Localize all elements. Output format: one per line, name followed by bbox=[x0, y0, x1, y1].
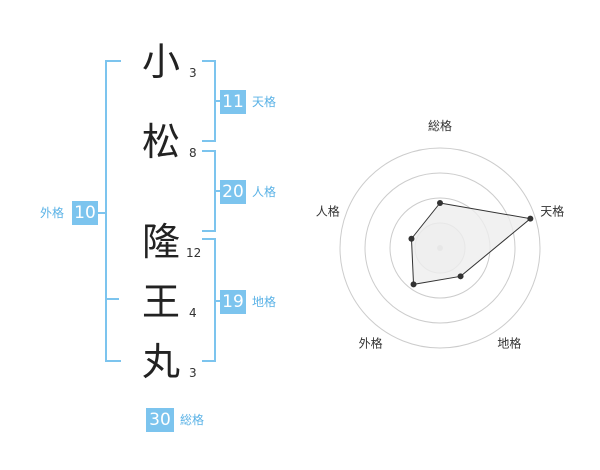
radar-point bbox=[457, 273, 464, 280]
gaikaku-bracket bbox=[105, 60, 121, 362]
radar-axis-label: 地格 bbox=[497, 335, 521, 350]
radar-axis-label: 天格 bbox=[540, 204, 564, 219]
radar-point bbox=[437, 200, 443, 206]
stroke-count-4: 4 bbox=[189, 306, 197, 320]
tenkaku-label: 天格 bbox=[252, 95, 277, 109]
radar-point bbox=[527, 215, 534, 222]
radar-ring bbox=[364, 172, 516, 324]
stroke-count-1: 3 bbox=[189, 66, 197, 80]
jinkaku-value: 20 bbox=[220, 180, 246, 204]
gaikaku-value: 10 bbox=[72, 201, 98, 225]
radar-polygon bbox=[410, 202, 532, 285]
chikaku-connector bbox=[214, 300, 220, 302]
jinkaku-label: 人格 bbox=[252, 185, 277, 199]
name-char-3: 隆 bbox=[141, 220, 180, 264]
soukaku-label: 総格 bbox=[180, 413, 205, 427]
chikaku-label: 地格 bbox=[252, 295, 277, 309]
name-char-4: 王 bbox=[141, 280, 180, 324]
stroke-count-2: 8 bbox=[189, 146, 197, 160]
gaikaku-bracket-tick bbox=[105, 298, 119, 300]
stroke-count-5: 3 bbox=[189, 366, 197, 380]
chikaku-value: 19 bbox=[220, 290, 246, 314]
name-char-5: 丸 bbox=[141, 340, 180, 384]
jinkaku-connector bbox=[214, 190, 220, 192]
radar-point bbox=[408, 235, 415, 242]
gaikaku-label: 外格 bbox=[40, 206, 65, 220]
name-char-2: 松 bbox=[141, 120, 180, 164]
name-char-1: 小 bbox=[141, 40, 180, 84]
tenkaku-value: 11 bbox=[220, 90, 246, 114]
stroke-count-3: 12 bbox=[186, 246, 202, 260]
gaikaku-connector bbox=[90, 212, 106, 214]
soukaku-value: 30 bbox=[146, 408, 174, 432]
radar-axis-label: 人格 bbox=[316, 204, 340, 219]
radar-axis-label: 総格 bbox=[428, 118, 452, 133]
radar-point bbox=[410, 281, 417, 288]
radar-axis-label: 外格 bbox=[359, 335, 383, 350]
radar-ring bbox=[339, 147, 541, 349]
tenkaku-connector bbox=[214, 100, 220, 102]
